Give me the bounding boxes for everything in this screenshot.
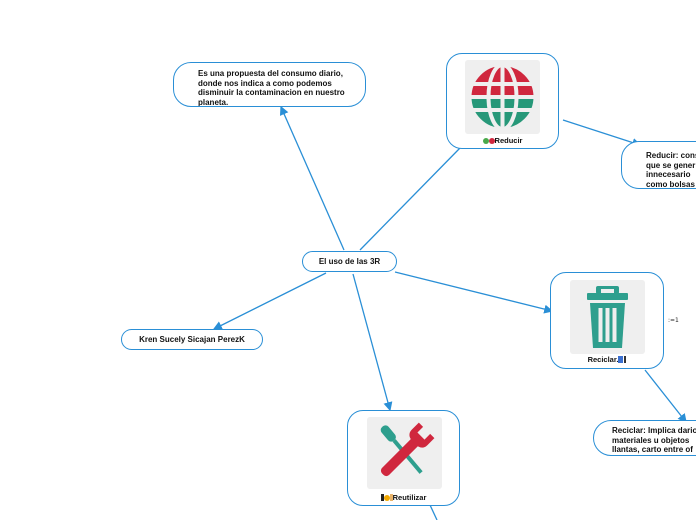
reciclar-image: [570, 280, 645, 354]
line-central-reciclar: [394, 271, 554, 314]
reciclar-label: Reciclar.: [587, 355, 619, 364]
reutilizar-caption: Reutilizar: [348, 493, 459, 502]
trash-bin-icon: [587, 286, 628, 348]
reciclar-note: :=1: [668, 317, 679, 324]
line-reutilizar-below: [429, 504, 438, 520]
blue-square-icon: [618, 356, 624, 363]
reducir-caption: Reducir: [447, 136, 558, 145]
line-central-reducir: [359, 147, 461, 251]
hand-icon: [389, 494, 393, 501]
line-reciclar-detail: [644, 369, 687, 424]
reciclar-detail-node[interactable]: Reciclar: Implica dario materiales u obj…: [593, 420, 696, 456]
reducir-detail-text: Reducir: cons que se gener innecesario c…: [646, 151, 696, 189]
central-label: El uso de las 3R: [318, 257, 381, 266]
reutilizar-label: Reutilizar: [392, 493, 427, 502]
globe-icon: [469, 64, 536, 130]
reciclar-caption: Reciclar.: [551, 355, 663, 364]
author-label: Kren Sucely Sicajan PerezK: [139, 335, 245, 344]
reducir-label: Reducir: [494, 136, 523, 145]
central-node[interactable]: El uso de las 3R: [302, 251, 397, 272]
reducir-image: [465, 60, 540, 134]
reciclar-detail-text: Reciclar: Implica dario materiales u obj…: [612, 426, 696, 455]
line-central-definition: [279, 105, 345, 251]
reducir-node[interactable]: Reducir: [446, 53, 559, 149]
reducir-detail-node[interactable]: Reducir: cons que se gener innecesario c…: [621, 141, 696, 189]
reciclar-node[interactable]: Reciclar.: [550, 272, 664, 369]
yellow-dot-icon: [383, 495, 390, 501]
definition-text: Es una propuesta del consumo diario, don…: [198, 69, 345, 107]
line-central-author: [212, 272, 327, 330]
definition-node[interactable]: Es una propuesta del consumo diario, don…: [173, 62, 366, 107]
author-node[interactable]: Kren Sucely Sicajan PerezK: [121, 329, 263, 350]
line-reducir-detail: [562, 119, 642, 147]
wrench-screwdriver-icon: [380, 422, 435, 477]
reutilizar-node[interactable]: Reutilizar: [347, 410, 460, 506]
reutilizar-image: [367, 417, 442, 489]
recycle-dot-icon: [482, 138, 489, 144]
dark-bar-icon: [380, 494, 384, 501]
dark-bar-icon: [624, 356, 627, 363]
line-central-reutilizar: [352, 273, 393, 412]
red-dot-icon: [488, 138, 495, 144]
